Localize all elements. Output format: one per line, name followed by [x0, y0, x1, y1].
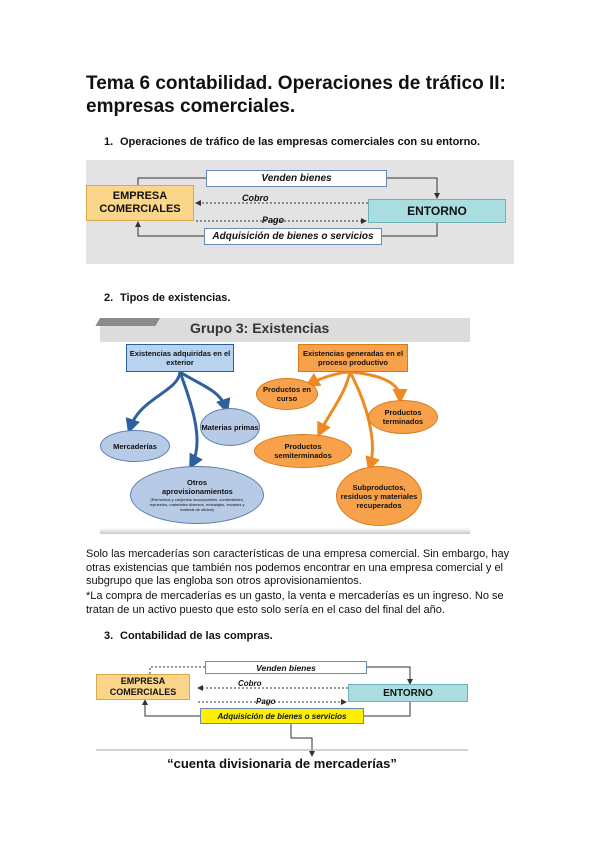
empresa-comerciales-box: EMPRESA COMERCIALES — [86, 185, 194, 221]
section-3-title: Contabilidad de las compras. — [120, 630, 273, 642]
section-1-number: 1. — [104, 136, 114, 148]
adquisicion-box-2: Adquisición de bienes o servicios — [200, 708, 364, 724]
existencias-title: Grupo 3: Existencias — [190, 320, 330, 336]
existencias-bottom-strip — [100, 528, 470, 534]
productos-semiterminados-oval: Productos semiterminados — [254, 434, 352, 468]
entorno-box-2: ENTORNO — [348, 684, 468, 702]
otros-aprovisionamientos-oval: Otros aprovisionamientos (Elementos y co… — [130, 466, 264, 524]
empresa-comerciales-box-2: EMPRESA COMERCIALES — [96, 674, 190, 700]
title-bar-accent — [95, 318, 160, 326]
existencias-title-bar — [100, 318, 470, 342]
pago-label-2: Pago — [256, 697, 276, 706]
section-2-heading: 2. Tipos de existencias. — [104, 292, 230, 304]
materias-primas-oval: Materias primas — [200, 408, 260, 446]
generadas-box: Existencias generadas en el proceso prod… — [298, 344, 408, 372]
paragraph-compra: *La compra de mercaderías es un gasto, l… — [86, 590, 504, 616]
section-2-number: 2. — [104, 292, 114, 304]
cobro-label: Cobro — [242, 193, 269, 203]
productos-curso-oval: Productos en curso — [256, 378, 318, 410]
pago-label: Pago — [262, 215, 285, 225]
exterior-box: Existencias adquiridas en el exterior — [126, 344, 234, 372]
page-title: Tema 6 contabilidad. Operaciones de tráf… — [86, 73, 506, 117]
mercaderias-oval: Mercaderías — [100, 430, 170, 462]
cobro-label-2: Cobro — [238, 679, 262, 688]
venden-bienes-box-2: Venden bienes — [205, 661, 367, 674]
paragraph-mercaderias: Solo las mercaderías son características… — [86, 548, 510, 588]
section-1-heading: 1. Operaciones de tráfico de las empresas… — [104, 136, 480, 148]
otros-detail: (Elementos y conjuntos incorporables, co… — [149, 497, 245, 512]
section-3-number: 3. — [104, 630, 114, 642]
section-2-title: Tipos de existencias. — [120, 292, 231, 304]
section-3-heading: 3. Contabilidad de las compras. — [104, 630, 273, 642]
adquisicion-box: Adquisición de bienes o servicios — [204, 228, 382, 245]
productos-terminados-oval: Productos terminados — [368, 400, 438, 434]
subproductos-oval: Subproductos, residuos y materiales recu… — [336, 466, 422, 526]
section-1-title: Operaciones de tráfico de las empresas c… — [120, 136, 481, 148]
otros-label: Otros aprovisionamientos — [162, 478, 233, 496]
venden-bienes-box: Venden bienes — [206, 170, 387, 187]
cuenta-divisionaria-label: “cuenta divisionaria de mercaderías” — [167, 756, 397, 771]
entorno-box: ENTORNO — [368, 199, 506, 223]
